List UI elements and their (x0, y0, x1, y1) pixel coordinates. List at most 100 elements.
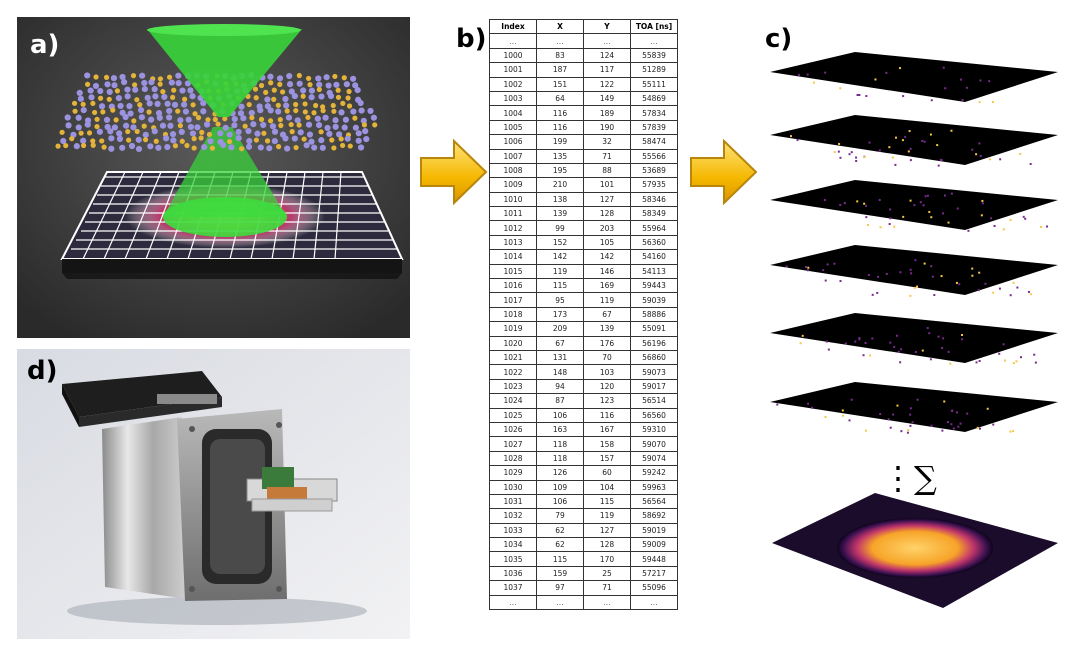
cell-x: 106 (536, 493, 584, 510)
atom-violet (187, 87, 194, 94)
atom-gold (100, 109, 106, 115)
atom-gold (341, 75, 347, 81)
cell-index: 1025 (489, 407, 537, 423)
atom-gold (59, 129, 65, 135)
atom-violet (355, 137, 362, 144)
hit-dot (826, 263, 829, 266)
atom-violet (119, 73, 126, 81)
atom-violet (135, 136, 142, 143)
cell-x: 118 (536, 450, 584, 467)
cell-x: 163 (536, 421, 584, 438)
hit-dot (947, 350, 950, 353)
atom-gold (97, 95, 104, 101)
atom-gold (372, 122, 378, 128)
hit-dot (848, 153, 851, 156)
hit-dot (1004, 359, 1007, 362)
hit-dot (937, 164, 940, 167)
cell-y: 105 (583, 234, 631, 251)
atom-violet (169, 131, 177, 138)
atom-gold (172, 143, 179, 149)
atom-violet (164, 143, 171, 151)
atom-violet (97, 87, 104, 95)
cell-y: ... (583, 594, 631, 611)
hit-dot (1019, 356, 1022, 359)
hit-dot (1012, 362, 1015, 365)
cell-toa: 53689 (630, 162, 678, 179)
atom-gold (192, 111, 198, 117)
atom-violet (363, 135, 370, 143)
cell-y: 122 (583, 76, 631, 92)
atom-violet (245, 143, 253, 150)
cell-x: 142 (536, 249, 584, 265)
atom-violet (87, 87, 94, 94)
atom-gold (320, 104, 326, 110)
hit-dot (941, 429, 944, 432)
hit-dot (916, 398, 919, 401)
cell-x: 131 (536, 349, 584, 366)
atom-gold (212, 116, 218, 123)
cell-index: 1004 (489, 105, 537, 121)
atom-gold (275, 102, 281, 108)
atom-violet (132, 86, 139, 93)
atom-gold (276, 144, 282, 150)
hit-dot (929, 133, 932, 136)
hit-dot (833, 262, 836, 265)
cell-y: 128 (583, 537, 631, 553)
atom-gold (242, 123, 248, 129)
atom-violet (73, 143, 80, 150)
hit-dot (785, 265, 788, 268)
cell-index: 1005 (489, 119, 537, 136)
cell-x: 209 (536, 321, 584, 337)
atom-gold (195, 115, 202, 121)
cell-toa: 57217 (630, 565, 678, 582)
hit-dot (841, 414, 844, 417)
atom-violet (126, 103, 133, 110)
hit-dot (999, 158, 1002, 161)
cell-toa: 55566 (630, 148, 678, 164)
hit-dot (992, 423, 995, 426)
cell-toa: 55096 (630, 580, 678, 596)
atom-violet (168, 79, 175, 86)
atom-gold (132, 82, 138, 88)
atom-gold (182, 96, 188, 102)
atom-violet (305, 121, 313, 128)
hit-dot (1012, 281, 1015, 284)
hit-dot (926, 194, 929, 197)
hit-dot (1029, 293, 1032, 296)
cell-x: 95 (536, 292, 584, 308)
cell-y: 203 (583, 220, 631, 236)
header-toa: TOA [ns] (630, 18, 678, 35)
atom-violet (264, 96, 271, 103)
hit-dot (894, 163, 897, 166)
hit-dot (937, 335, 940, 338)
atom-gold (80, 101, 86, 107)
atom-violet (200, 108, 207, 115)
single-frame (770, 382, 1058, 434)
atom-violet (260, 121, 267, 129)
hit-dot (893, 345, 896, 348)
cell-toa: 57935 (630, 177, 678, 193)
hit-dot (955, 411, 958, 414)
atom-violet (352, 82, 359, 89)
hit-dot (909, 159, 912, 162)
cell-toa: 51289 (630, 62, 678, 78)
cell-toa: 59017 (630, 378, 678, 395)
hit-dot (909, 199, 912, 202)
hit-dot (885, 71, 888, 74)
hit-dot (971, 274, 974, 277)
hit-dot (902, 95, 905, 98)
cell-toa: 59070 (630, 436, 678, 452)
atom-gold (190, 102, 196, 108)
cell-y: 101 (583, 177, 631, 193)
crystal-atoms (55, 72, 378, 153)
hit-dot (986, 407, 989, 410)
hit-dot (1046, 225, 1049, 228)
hit-dot (992, 291, 995, 294)
hit-dot (892, 413, 895, 416)
atom-gold (137, 102, 143, 108)
atom-violet (117, 102, 124, 110)
